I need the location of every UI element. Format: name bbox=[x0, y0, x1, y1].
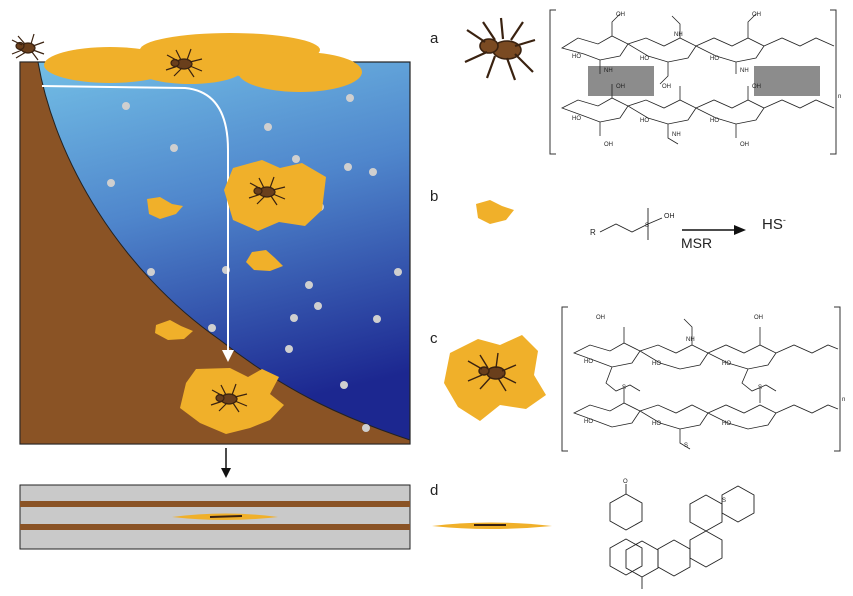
chem-oh-label: OH bbox=[754, 315, 763, 321]
chem-ho-label: HO bbox=[652, 361, 661, 367]
chem-ho-label: HO bbox=[722, 421, 731, 427]
reaction-arrow bbox=[682, 225, 746, 235]
chem-ho-label: HO bbox=[710, 56, 719, 62]
chem-ho-label: HO bbox=[584, 359, 593, 365]
chem-oh-label: OH bbox=[740, 142, 749, 148]
panel-d-flattened-mat bbox=[432, 522, 552, 529]
chitin-structure: OH OH HO HO HO NH NH NH OH OH OH HO HO H… bbox=[549, 9, 841, 155]
sinking-path-arrow bbox=[41, 85, 229, 352]
product-formula: HS bbox=[762, 216, 783, 233]
polyaromatic-structure: O S bbox=[609, 479, 755, 589]
panel-label-b: b bbox=[430, 188, 439, 205]
chem-n-subscript: n bbox=[842, 397, 845, 403]
chem-s-label: S bbox=[722, 498, 726, 504]
chem-o-label: O bbox=[623, 479, 628, 485]
hydroxyl-label: OH bbox=[664, 213, 675, 220]
chem-s-label: S bbox=[758, 385, 762, 391]
suspended-particles bbox=[107, 94, 402, 432]
sulfurized-chitin-structure: HO HO HO NH OH OH S S HO HO HO S n bbox=[561, 306, 845, 452]
mat-fragment-small bbox=[147, 197, 183, 219]
burial-arrowhead bbox=[221, 468, 231, 478]
fossil-spider bbox=[209, 515, 243, 518]
product-charge: - bbox=[782, 215, 786, 225]
chem-nh-label: NH bbox=[686, 337, 695, 343]
acetyl-highlight-box bbox=[588, 66, 654, 96]
chem-oh-label: OH bbox=[752, 84, 761, 90]
reaction-label-msr: MSR bbox=[681, 235, 713, 251]
panel-c-mat-spider bbox=[444, 335, 546, 421]
sinking-arrowhead bbox=[222, 350, 234, 362]
chem-ho-label: HO bbox=[710, 118, 719, 124]
chem-oh-label: OH bbox=[596, 315, 605, 321]
chem-ho-label: HO bbox=[584, 419, 593, 425]
panel-a-spider-icon bbox=[464, 17, 536, 81]
chem-n-subscript: n bbox=[838, 94, 841, 100]
sediment-slope bbox=[19, 61, 411, 445]
mat-fragment-small bbox=[155, 320, 193, 340]
chem-ho-label: HO bbox=[572, 116, 581, 122]
mat-fragment-small bbox=[246, 250, 283, 271]
spider-fragment bbox=[248, 176, 286, 206]
chem-oh-label: OH bbox=[662, 84, 671, 90]
chem-s-label: S bbox=[684, 443, 688, 449]
stratum-layer-lower bbox=[20, 524, 410, 530]
chem-ho-label: HO bbox=[572, 54, 581, 60]
chem-ho-label: HO bbox=[640, 118, 649, 124]
sulfonate-structure: R OH S bbox=[590, 208, 675, 240]
chem-nh-label: NH bbox=[674, 32, 683, 38]
sulfur-label: S bbox=[645, 223, 649, 229]
spider-shore bbox=[11, 33, 45, 61]
panel-label-a: a bbox=[430, 30, 439, 47]
chem-nh-label: NH bbox=[672, 132, 681, 138]
chem-oh-label: OH bbox=[616, 12, 625, 18]
r-group-label: R bbox=[590, 228, 596, 237]
panel-label-d: d bbox=[430, 482, 439, 499]
spider-bottom bbox=[210, 383, 248, 413]
surface-mat bbox=[44, 33, 362, 92]
chem-oh-label: OH bbox=[752, 12, 761, 18]
mat-fragment bbox=[224, 160, 326, 231]
chem-nh-label: NH bbox=[740, 68, 749, 74]
chem-ho-label: HO bbox=[652, 421, 661, 427]
spider-surface bbox=[165, 48, 203, 78]
panel-label-c: c bbox=[430, 330, 438, 347]
product-hs: HS- bbox=[762, 215, 786, 233]
chem-ho-label: HO bbox=[640, 56, 649, 62]
chem-oh-label: OH bbox=[616, 84, 625, 90]
chem-ho-label: HO bbox=[722, 361, 731, 367]
panel-b-mat-fragment bbox=[476, 200, 514, 224]
stratum-layer-upper bbox=[20, 501, 410, 507]
acetyl-highlight-box bbox=[754, 66, 820, 96]
chem-nh-label: NH bbox=[604, 68, 613, 74]
chem-s-label: S bbox=[622, 385, 626, 391]
chem-oh-label: OH bbox=[604, 142, 613, 148]
